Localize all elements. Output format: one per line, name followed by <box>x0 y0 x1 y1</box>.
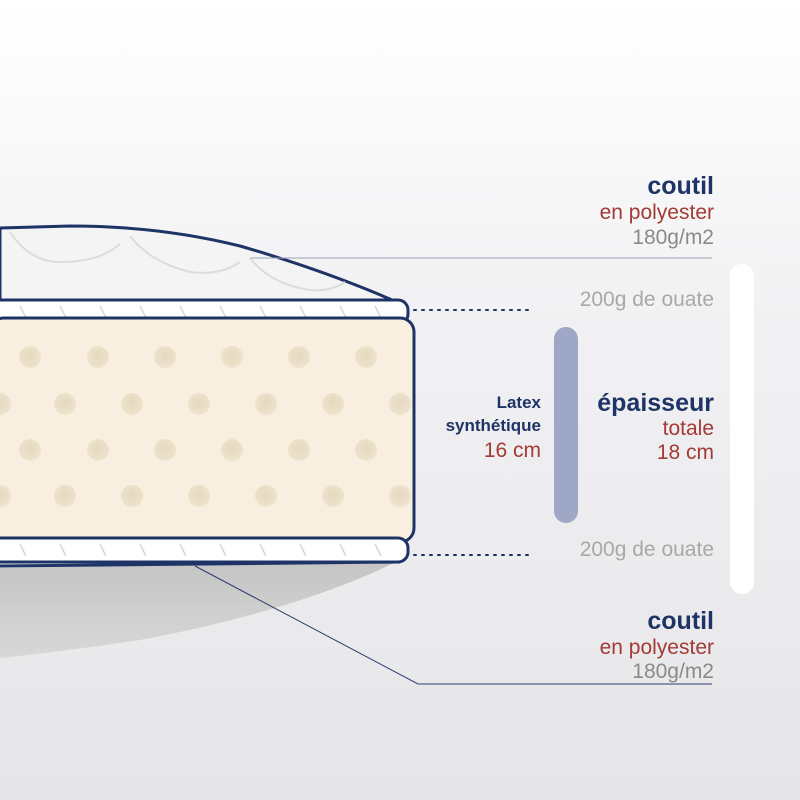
core-label-line2: synthétique <box>445 416 541 435</box>
bottom-cover-leader <box>194 565 712 685</box>
top-padding-label: 200g de ouate <box>579 288 714 311</box>
top-cover-title: coutil <box>647 172 714 200</box>
perforation <box>322 393 344 415</box>
perforation <box>355 346 377 368</box>
perforation <box>154 439 176 461</box>
bottom-padding-stitches <box>19 543 382 557</box>
total-thickness-value: 18 cm <box>656 441 714 464</box>
perforation <box>188 393 210 415</box>
perforation <box>221 346 243 368</box>
perforation <box>389 393 411 415</box>
perforation <box>255 485 277 507</box>
top-cover-weight: 180g/m2 <box>632 226 714 249</box>
perforation <box>87 439 109 461</box>
bottom-cover-material: en polyester <box>599 636 714 659</box>
perforation <box>121 393 143 415</box>
quilt-pattern <box>9 231 346 292</box>
perforation <box>255 393 277 415</box>
perforation <box>188 485 210 507</box>
core-thickness-bar <box>554 327 578 523</box>
total-label-line1: épaisseur <box>597 389 714 417</box>
total-label-line2: totale <box>662 417 714 440</box>
floor-shadow <box>0 560 400 658</box>
core-label-line1: Latex <box>496 393 541 412</box>
perforation <box>355 439 377 461</box>
perforation <box>389 485 411 507</box>
perforation <box>288 439 310 461</box>
perforation <box>0 485 11 507</box>
perforation <box>19 346 41 368</box>
bottom-padding-layer <box>0 536 410 564</box>
perforation <box>87 346 109 368</box>
perforation <box>54 485 76 507</box>
bottom-cover-weight: 180g/m2 <box>632 660 714 683</box>
latex-core-layer <box>0 316 416 544</box>
perforation <box>154 346 176 368</box>
perforation <box>0 393 11 415</box>
top-cover-material: en polyester <box>599 201 714 224</box>
total-thickness-bar <box>730 264 754 594</box>
perforation <box>54 393 76 415</box>
perforation <box>288 346 310 368</box>
top-padding-stitches <box>19 305 382 319</box>
perforation <box>322 485 344 507</box>
bottom-padding-label: 200g de ouate <box>579 538 714 561</box>
bottom-cover-title: coutil <box>647 607 714 635</box>
perforation <box>121 485 143 507</box>
bottom-cover-edge <box>0 560 401 568</box>
perforation <box>221 439 243 461</box>
latex-perforations <box>0 346 411 507</box>
top-cover-layer <box>0 224 408 312</box>
core-thickness-value: 16 cm <box>483 439 541 462</box>
perforation <box>19 439 41 461</box>
